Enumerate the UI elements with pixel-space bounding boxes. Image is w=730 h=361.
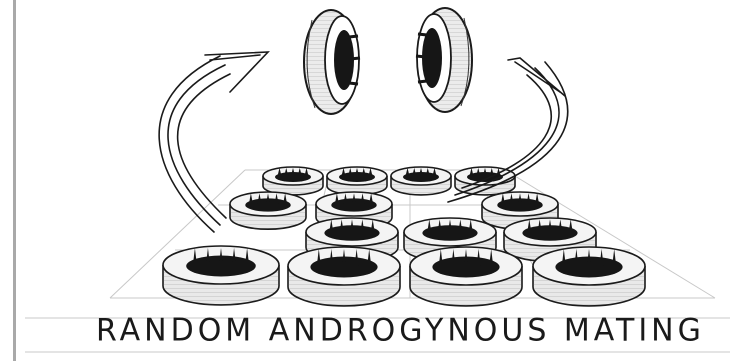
arrow-left-up — [158, 51, 270, 233]
floor-ring — [409, 246, 523, 307]
left-margin-bar — [13, 0, 16, 361]
floor-ring — [262, 166, 324, 196]
floor-ring — [390, 166, 452, 196]
floor-ring — [162, 245, 280, 306]
arrow-right-up — [447, 57, 569, 203]
floor-ring — [287, 246, 401, 307]
diagram-caption: RANDOM ANDROGYNOUS MATING — [96, 312, 705, 349]
floor-ring — [326, 166, 388, 196]
floor-rings — [162, 166, 646, 307]
floor-ring — [532, 246, 646, 307]
ring-facing-left — [415, 7, 473, 113]
floor-ring — [229, 191, 307, 230]
ring-facing-right — [303, 9, 361, 115]
